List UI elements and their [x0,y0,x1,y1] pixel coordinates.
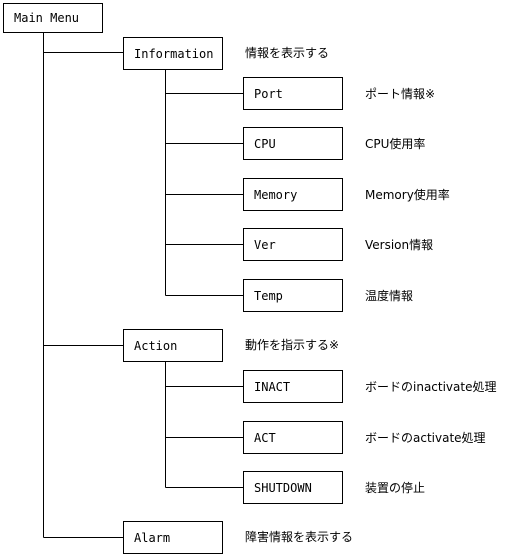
act-description: ボードのactivate処理 [365,431,486,445]
shutdown-description: 装置の停止 [365,481,426,495]
cpu-node: CPU [243,127,343,160]
ver-description: Version情報 [365,238,434,252]
inact-description: ボードのinactivate処理 [365,380,497,394]
port-description: ポート情報※ [365,87,436,101]
alarm-node: Alarm [123,521,223,554]
action-description: 動作を指示する※ [245,338,340,352]
main-menu-node: Main Menu [3,3,103,33]
port-node: Port [243,77,343,110]
temp-node: Temp [243,279,343,312]
inact-node: INACT [243,370,343,403]
information-node: Information [123,37,223,70]
information-description: 情報を表示する [245,46,330,60]
memory-description: Memory使用率 [365,188,450,202]
memory-node: Memory [243,178,343,211]
act-node: ACT [243,421,343,454]
cpu-description: CPU使用率 [365,137,426,151]
action-node: Action [123,329,223,362]
alarm-description: 障害情報を表示する [245,530,354,544]
ver-node: Ver [243,228,343,261]
shutdown-node: SHUTDOWN [243,471,343,504]
temp-description: 温度情報 [365,289,414,303]
